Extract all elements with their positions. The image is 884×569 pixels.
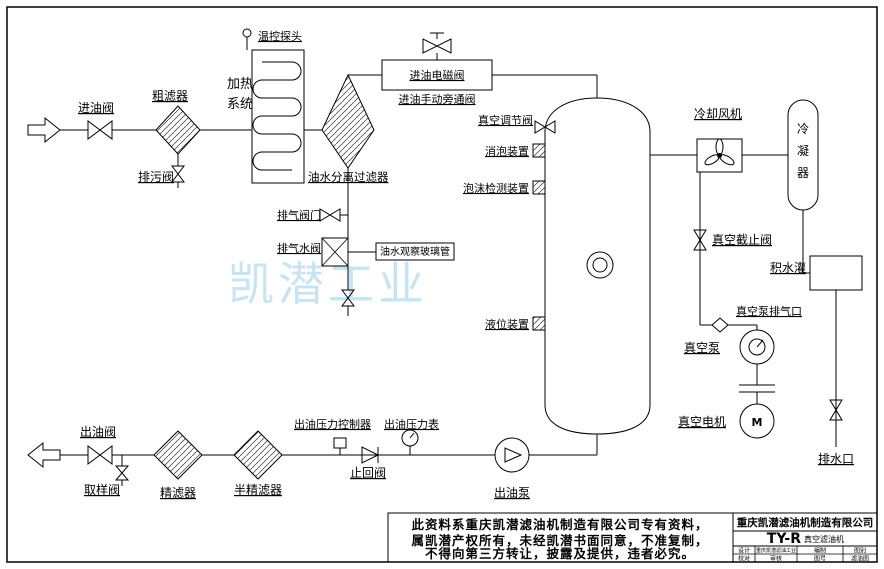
motor-letter: M — [752, 416, 763, 429]
semi-fine-filter-label: 半精滤器 — [234, 483, 282, 497]
heater-label-line1: 加热 — [227, 77, 253, 92]
warning-line-2: 属凯潜产权所有，未经凯潜书面同意，不准复制， — [411, 533, 708, 548]
outlet-pump-label: 出油泵 — [494, 486, 530, 500]
cooling-fan-icon — [696, 138, 743, 173]
top-drain-valve-icon — [171, 165, 185, 183]
temp-probe-label: 温控探头 — [258, 29, 302, 43]
exhaust-valve-label: 排气阀门 — [277, 208, 321, 222]
warning-line-1: 此资料系重庆凯潜滤油机制造有限公司专有资料， — [411, 517, 708, 532]
condenser-icon — [787, 99, 819, 211]
outlet-valve-label: 出油阀 — [80, 425, 116, 439]
glass-tube-label: 油水观察玻璃管 — [380, 245, 450, 258]
drain-outlet-valve-icon — [829, 399, 843, 421]
model-code: TY-R — [767, 531, 801, 547]
vacuum-pump-icon — [739, 329, 775, 365]
foam-detector-icon — [532, 180, 546, 195]
sight-glass-icon — [586, 251, 614, 279]
funnel-drain-valve-icon — [341, 289, 355, 307]
vacuum-motor-label: 真空电机 — [678, 415, 726, 429]
level-device-label: 液位装置 — [485, 317, 529, 331]
pressure-gauge-icon — [401, 429, 419, 447]
cooling-fan-label: 冷却风机 — [694, 107, 742, 121]
fine-filter-label: 精滤器 — [160, 486, 196, 500]
inlet-flow-arrow-icon — [27, 116, 61, 144]
warning-block: 此资料系重庆凯潜滤油机制造有限公司专有资料， 属凯潜产权所有，未经凯潜书面同意，… — [387, 512, 734, 563]
solenoid-valve-icon — [422, 38, 452, 54]
pressure-controller-icon — [333, 437, 347, 449]
vacuum-pump-exhaust-icon — [711, 317, 729, 333]
check-valve-icon — [361, 446, 380, 464]
oil-water-separator-label: 油水分离过滤器 — [308, 170, 389, 184]
temp-probe-icon — [242, 28, 252, 38]
inlet-valve-label: 进油阀 — [78, 101, 114, 115]
grid-r1c3: 编制 — [814, 547, 826, 555]
watermark-text: 凯潜工业 — [228, 257, 428, 311]
sampling-valve-icon — [114, 465, 130, 481]
coarse-filter-label: 粗滤器 — [152, 89, 188, 103]
exhaust-water-valve-label: 排气水阀 — [277, 241, 321, 255]
drain-outlet-label: 排水口 — [818, 452, 854, 466]
grid-r2c4: 滤油图 — [851, 555, 869, 563]
defoam-device-icon — [532, 143, 546, 158]
foam-detector-label: 泡沫检测装置 — [463, 181, 529, 195]
warning-line-3: 不得向第三方转让，披露及提供，违者必究。 — [425, 546, 695, 561]
sampling-valve-label: 取样阀 — [84, 482, 120, 497]
title-block: 重庆凯潜滤油机制造有限公司 TY-R 真空滤油机 设计 重庆凯潜滤油工业 编制 … — [388, 512, 877, 563]
inlet-valve-icon — [87, 120, 113, 140]
grid-r2c3: 图号 — [814, 556, 826, 563]
grid-r1c4: 图别 — [854, 547, 866, 555]
heater-label-line2: 系统 — [227, 97, 253, 112]
check-valve-label: 止回阀 — [350, 466, 386, 480]
exhaust-water-box — [321, 237, 349, 267]
vacuum-pump-label: 真空泵 — [684, 341, 720, 355]
solenoid-bypass-loop — [381, 59, 493, 91]
grid-r2c2: 审核 — [770, 555, 782, 563]
defoam-device-label: 消泡装置 — [485, 144, 529, 158]
top-drain-valve-label: 排污阀 — [138, 170, 174, 184]
outlet-flow-arrow-icon — [27, 441, 61, 469]
condenser-label-c2: 凝 — [797, 143, 809, 158]
vacuum-reg-valve-label: 真空调节阀 — [478, 113, 533, 127]
fine-filter-icon — [153, 430, 203, 480]
inlet-solenoid-label: 进油电磁阀 — [410, 68, 465, 82]
vacuum-tank — [532, 97, 651, 435]
vacuum-pump-exhaust-label: 真空泵排气口 — [736, 304, 802, 318]
vacuum-reg-valve-icon — [534, 120, 556, 134]
pressure-gauge-label: 出油压力表 — [384, 417, 439, 431]
inlet-bypass-label: 进油手动旁通阀 — [399, 92, 476, 106]
level-device-icon — [532, 316, 546, 331]
grid-r1c2: 重庆凯潜滤油工业 — [756, 547, 796, 554]
company-name: 重庆凯潜滤油机制造有限公司 — [737, 516, 874, 529]
grid-r2c1: 校对 — [738, 555, 750, 563]
vacuum-stop-valve-icon — [693, 229, 707, 251]
condenser-label-c1: 冷 — [797, 122, 809, 136]
piping — [58, 32, 837, 486]
exhaust-valve-icon — [319, 208, 341, 222]
vacuum-stop-valve-label: 真空截止阀 — [712, 233, 772, 247]
coarse-filter-icon — [155, 105, 201, 155]
glass-tube-label-box — [375, 242, 455, 261]
semi-fine-filter-icon — [233, 430, 283, 480]
condenser-label-c3: 器 — [797, 166, 809, 180]
pressure-controller-label: 出油压力控制器 — [294, 417, 371, 431]
oil-water-separator-icon — [321, 73, 375, 169]
water-collect-tank-label: 积水灌 — [770, 261, 806, 275]
outlet-valve-icon — [87, 445, 113, 465]
model-name: 真空滤油机 — [804, 534, 844, 544]
heater-unit — [242, 28, 305, 184]
grid-r1c1: 设计 — [738, 547, 750, 555]
outlet-pump-icon — [494, 437, 530, 473]
water-collect-tank-icon — [809, 255, 863, 291]
vacuum-motor-icon — [739, 403, 775, 439]
